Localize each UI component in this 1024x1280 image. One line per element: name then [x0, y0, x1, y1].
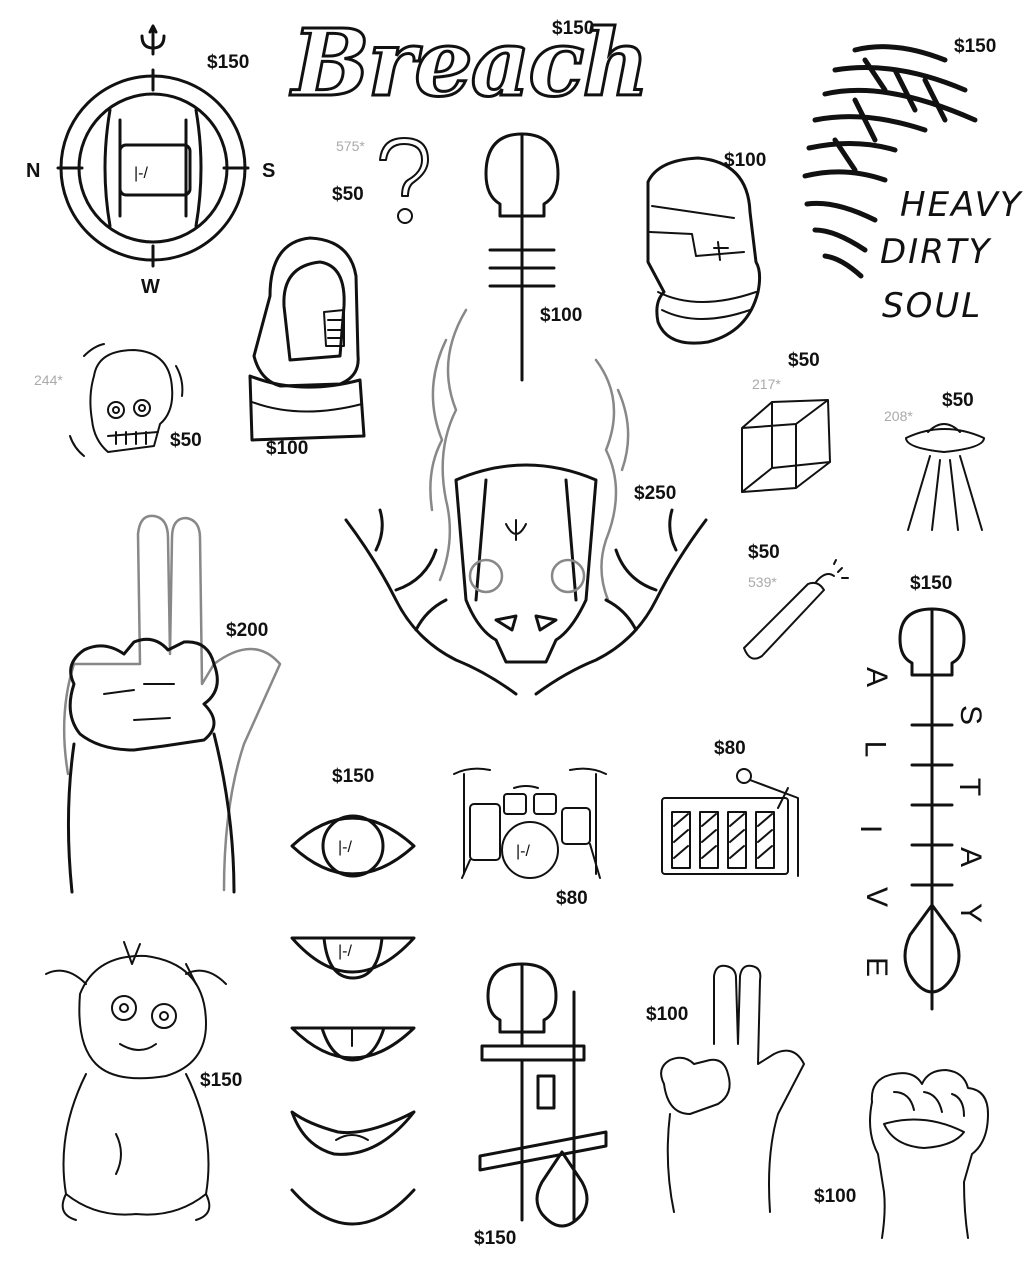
- code-dynamite: 539*: [748, 574, 777, 590]
- compass-south-label: S: [262, 160, 276, 182]
- stay-letter-y: Y: [954, 902, 988, 924]
- price-flaming-skull-antlers: $250: [634, 483, 677, 504]
- eye-stage-2-logo: |-/: [338, 943, 352, 960]
- price-hand-small: $100: [646, 1004, 689, 1025]
- eye-stage-2-art: |-/: [290, 936, 416, 980]
- eye-stage-3-art: [290, 1026, 416, 1062]
- price-heavy-dirty-soul: $150: [954, 36, 997, 57]
- dirty-text: DIRTY: [880, 232, 992, 272]
- code-skull-small: 244*: [34, 372, 63, 388]
- price-eye: $150: [332, 766, 375, 787]
- compass-logo: |-/: [118, 143, 192, 197]
- stay-letter-t: T: [953, 777, 987, 797]
- fist-art: [869, 1069, 989, 1239]
- stay-letter-a: A: [954, 846, 988, 868]
- eye-stage-4-art: [290, 1110, 416, 1156]
- price-hand-large: $200: [226, 620, 269, 641]
- price-dynamite: $50: [748, 542, 780, 563]
- eye-logo-mark: |-/: [338, 839, 352, 856]
- price-fist: $100: [814, 1186, 857, 1207]
- hand-large-art: [62, 514, 282, 894]
- flaming-skull-antlers-art: [344, 308, 708, 696]
- drum-logo-mark: |-/: [516, 843, 530, 860]
- alive-letter-i: I: [854, 824, 888, 834]
- price-drum-kit: $80: [556, 888, 588, 909]
- code-question-mark: 575*: [336, 138, 365, 154]
- compass-art: [56, 24, 250, 268]
- price-ufo: $50: [942, 390, 974, 411]
- heavy-dirty-soul-art: [802, 44, 978, 279]
- amp-mic-art: [661, 768, 799, 877]
- price-hooded-figure: $100: [266, 438, 309, 459]
- ufo-art: [905, 423, 985, 531]
- drum-kit-art: |-/: [453, 767, 607, 879]
- skull-glyph-bars-art: [484, 132, 560, 382]
- price-cube: $50: [788, 350, 820, 371]
- glyph-tall-art: [478, 962, 608, 1228]
- price-amp-mic: $80: [714, 738, 746, 759]
- price-creature: $150: [200, 1070, 243, 1091]
- title-breach: Breach: [291, 8, 651, 119]
- soul-text: SOUL: [882, 286, 983, 326]
- eye-stage-5-art: [290, 1188, 416, 1226]
- alive-letter-v: V: [860, 886, 894, 908]
- mask-art: [646, 156, 762, 345]
- heavy-text: HEAVY: [900, 185, 1023, 225]
- dynamite-art: [743, 559, 849, 660]
- stay-alive-art: [898, 607, 966, 1011]
- alive-letter-a: A: [860, 666, 894, 688]
- price-stay-alive: $150: [910, 573, 953, 594]
- price-mask: $100: [724, 150, 767, 171]
- hand-small-art: [660, 964, 805, 1213]
- price-compass: $150: [207, 52, 250, 73]
- stay-letter-s: S: [954, 704, 988, 726]
- alive-letter-e: E: [860, 956, 894, 978]
- compass-logo-mark: |-/: [134, 165, 148, 182]
- question-mark-art: [379, 137, 429, 224]
- compass-north-label: N: [26, 160, 41, 182]
- cube-art: [741, 399, 831, 493]
- price-question-mark: $50: [332, 184, 364, 205]
- eye-open-art: |-/: [290, 814, 416, 878]
- skull-small-art: [69, 343, 184, 457]
- price-glyph-tall: $150: [474, 1228, 517, 1249]
- code-ufo: 208*: [884, 408, 913, 424]
- price-skull-glyph-bars: $100: [540, 305, 583, 326]
- creature-art: [45, 941, 227, 1221]
- alive-letter-l: L: [858, 740, 892, 758]
- compass-west-label: W: [141, 276, 160, 298]
- price-skull-small: $50: [170, 430, 202, 451]
- code-cube: 217*: [752, 376, 781, 392]
- price-title-breach: $150: [552, 18, 595, 39]
- hooded-figure-art: [248, 236, 366, 442]
